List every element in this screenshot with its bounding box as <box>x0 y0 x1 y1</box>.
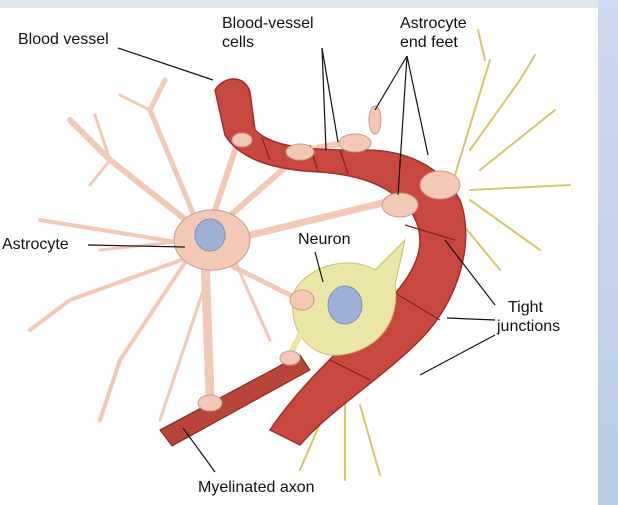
label-astrocyte-end-feet-line1: Astrocyte <box>400 15 467 32</box>
label-tight-junctions-line1: Tight <box>508 299 543 316</box>
myelinated-axon <box>159 350 311 447</box>
label-myelinated-axon: Myelinated axon <box>198 479 315 496</box>
top-border-strip <box>0 0 598 8</box>
label-neuron: Neuron <box>298 231 351 248</box>
label-astrocyte-end-feet-line2: end feet <box>400 34 458 51</box>
label-blood-vessel-cells-line2: cells <box>222 34 255 51</box>
astrocyte-end-feet <box>231 105 461 218</box>
right-border-strip <box>598 0 618 505</box>
label-tight-junctions-line2: junctions <box>497 318 561 335</box>
nerve-fibers <box>299 29 571 481</box>
label-blood-vessel-cells-line1: Blood-vessel <box>222 15 314 32</box>
astrocyte-cell <box>173 209 251 271</box>
label-blood-vessel: Blood vessel <box>18 31 109 48</box>
blood-vessel <box>214 78 467 446</box>
label-astrocyte: Astrocyte <box>2 236 69 253</box>
leader-lines <box>87 47 496 473</box>
